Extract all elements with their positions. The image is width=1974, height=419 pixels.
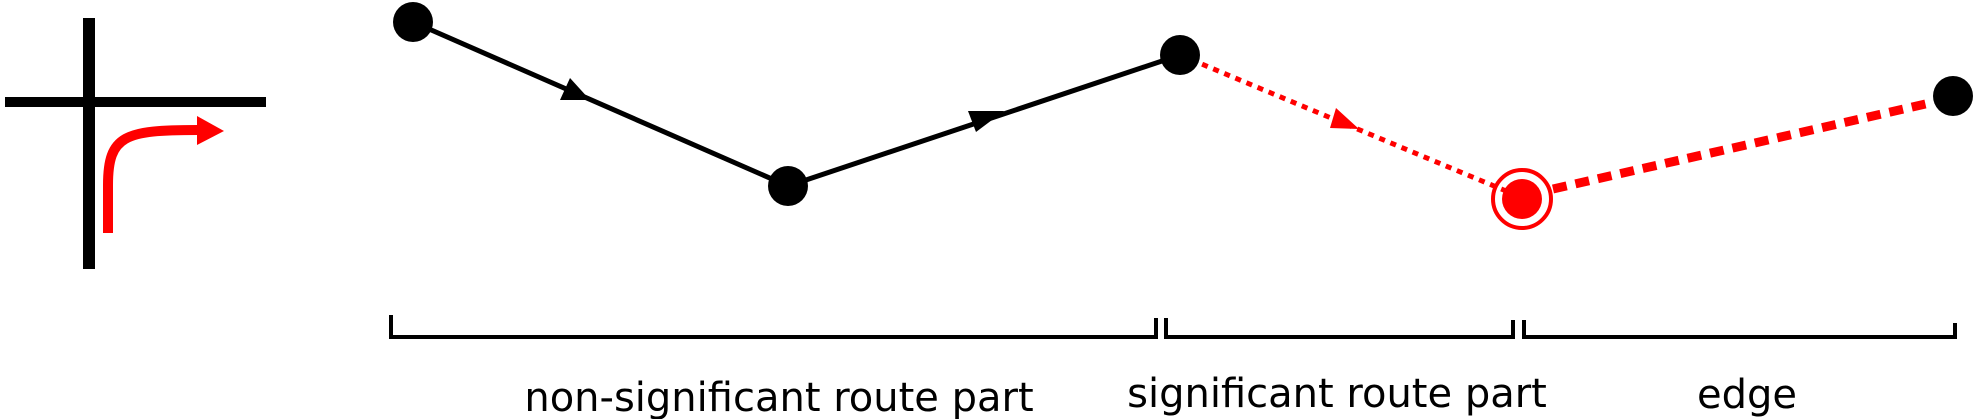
- label-significant-route-part: significant route part: [1127, 371, 1547, 417]
- arrowhead-n2-n4: [968, 111, 1004, 132]
- label-edge: edge: [1697, 372, 1797, 418]
- label-non-significant-route-part: non-significant route part: [524, 375, 1033, 419]
- significant-route-node: [1491, 168, 1553, 230]
- bracket-non-significant: [389, 315, 1158, 339]
- turn-right-icon: [5, 18, 266, 269]
- arrowhead-n1-n2: [560, 78, 590, 100]
- bracket-significant: [1164, 318, 1515, 339]
- bracket-edge: [1522, 320, 1957, 339]
- route-node: [1160, 35, 1200, 75]
- route-segments: [411, 19, 1932, 194]
- route-node: [1933, 76, 1973, 116]
- segment-n1-n2: [411, 19, 790, 189]
- arrowhead-n4-n5: [1330, 108, 1359, 129]
- route-node: [393, 2, 433, 42]
- section-brackets: [389, 315, 1957, 339]
- route-nodes: [393, 2, 1973, 230]
- segment-n5-n6: [1551, 98, 1932, 194]
- route-node: [768, 166, 808, 206]
